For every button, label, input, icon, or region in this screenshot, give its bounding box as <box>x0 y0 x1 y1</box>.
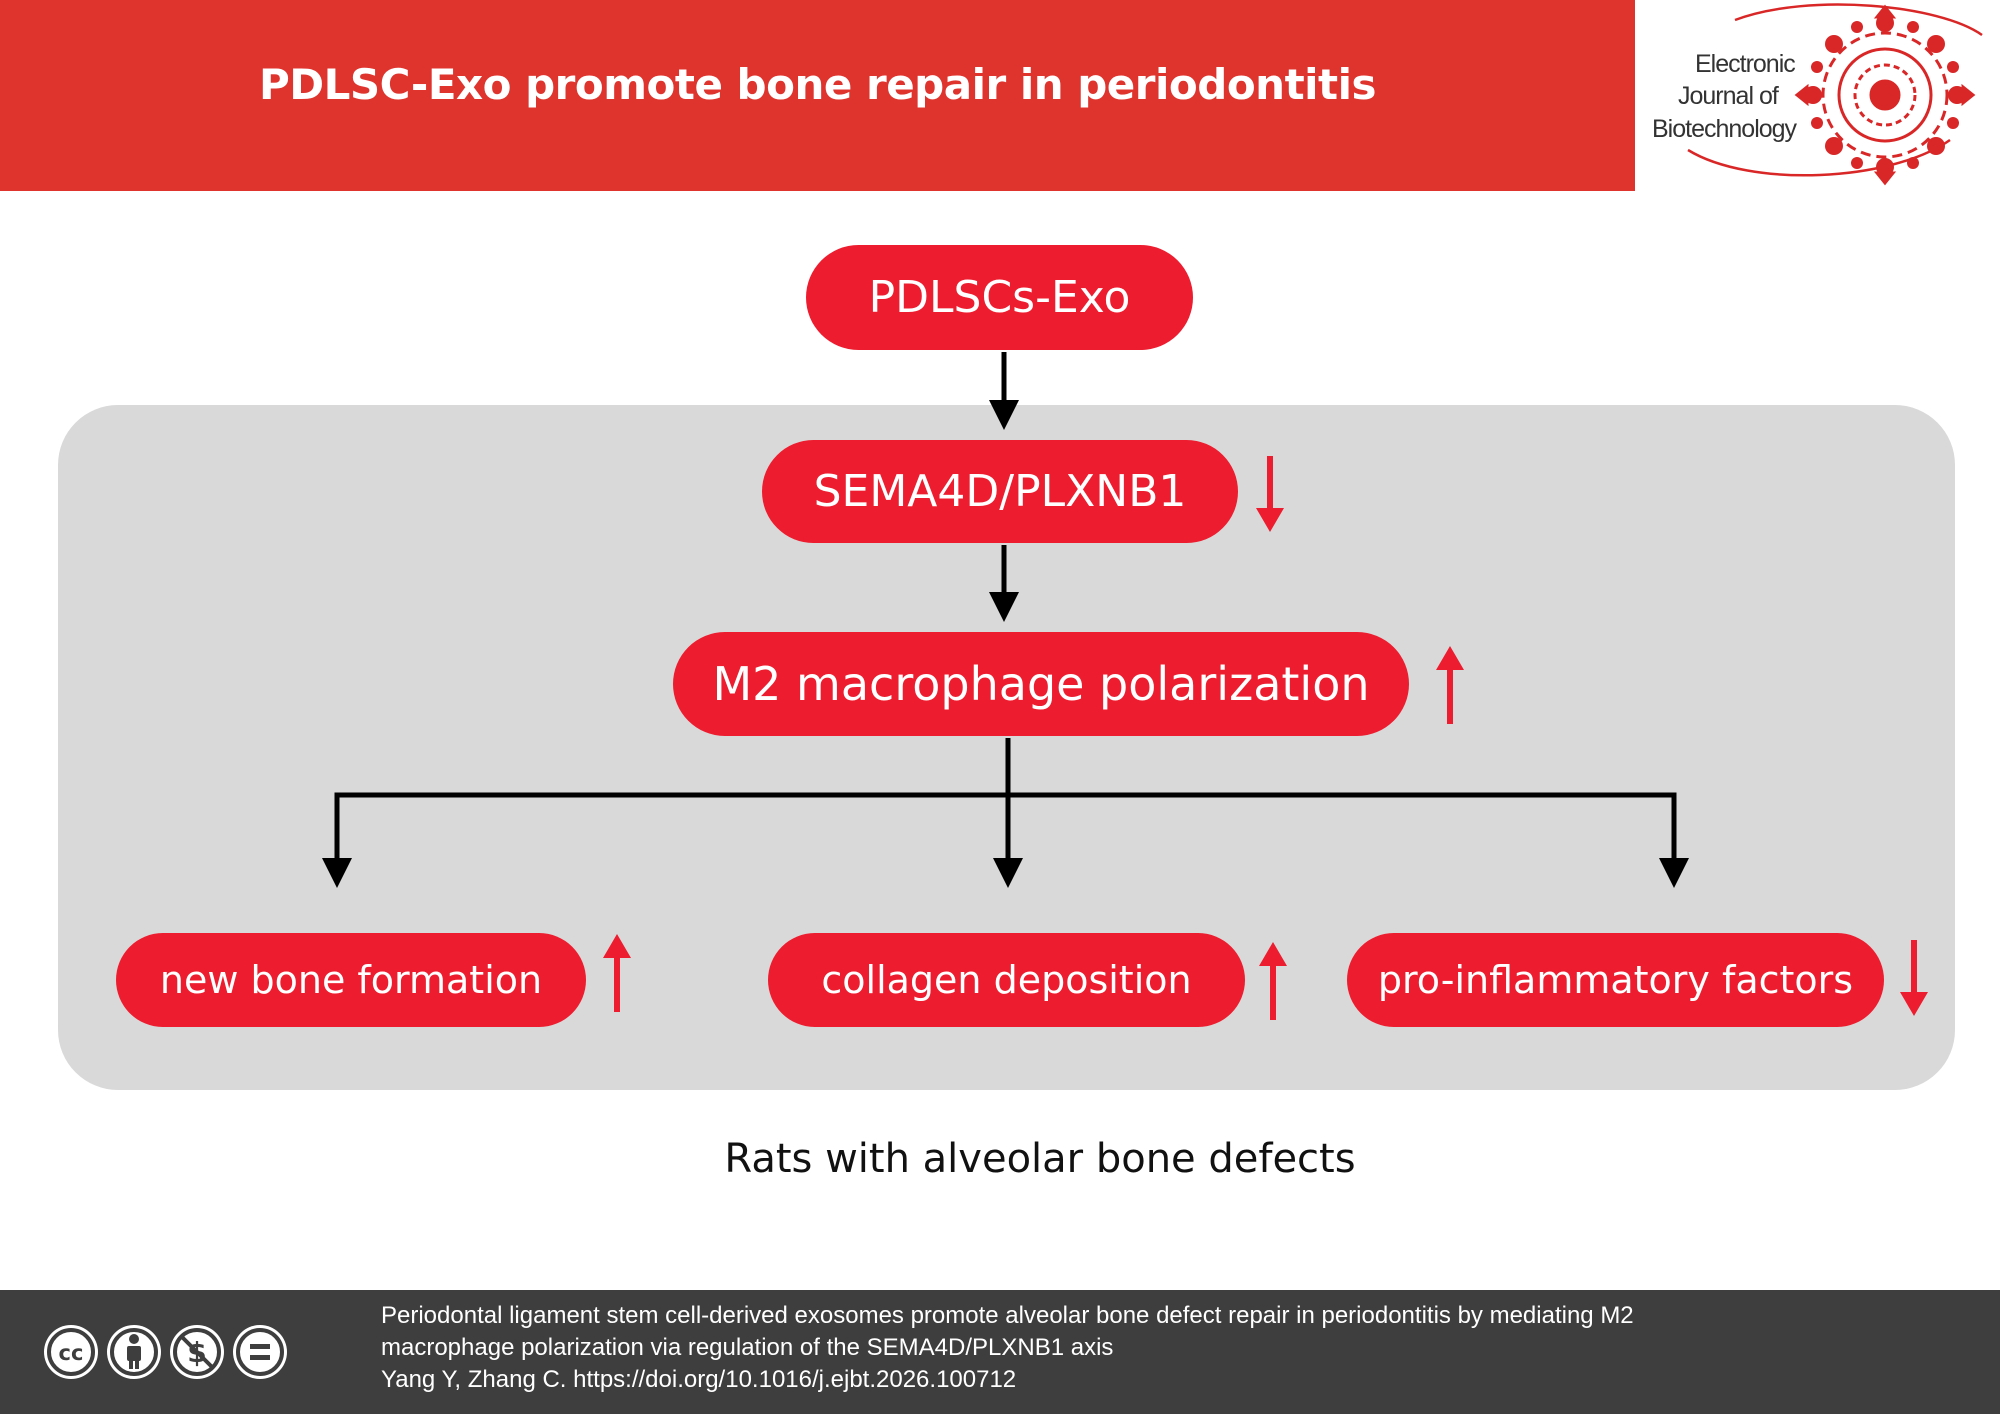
no-derivatives-icon <box>233 1325 287 1379</box>
node-label: PDLSCs-Exo <box>868 272 1131 323</box>
trend-up-arrow-collagen <box>1259 942 1287 1020</box>
cc-icon: cc <box>44 1325 98 1379</box>
node-sema4d-plxnb1: SEMA4D/PLXNB1 <box>762 440 1238 543</box>
journal-logo: Electronic Journal of Biotechnology <box>1640 0 2000 191</box>
arrow-m2-to-bone <box>322 792 1008 888</box>
header-banner <box>0 0 1635 191</box>
node-label: SEMA4D/PLXNB1 <box>813 466 1187 517</box>
node-label: collagen deposition <box>821 958 1192 1002</box>
node-label: M2 macrophage polarization <box>712 657 1370 711</box>
trend-down-arrow-inflammatory <box>1900 940 1928 1016</box>
citation-title-line-1: Periodontal ligament stem cell-derived e… <box>381 1302 1634 1329</box>
footer: cc $ Period <box>0 1290 2000 1414</box>
diagram-connectors <box>58 352 1955 1090</box>
citation-authors-doi[interactable]: Yang Y, Zhang C. https://doi.org/10.1016… <box>381 1366 1017 1393</box>
arrow-m2-to-inflammatory <box>1008 792 1689 888</box>
trend-down-arrow-sema4d <box>1256 456 1284 532</box>
flower-emblem-icon <box>1687 3 1983 186</box>
node-pdlscs-exo: PDLSCs-Exo <box>806 245 1193 350</box>
non-commercial-icon: $ <box>170 1325 224 1379</box>
node-m2-macrophage-polarization: M2 macrophage polarization <box>673 632 1409 736</box>
node-collagen-deposition: collagen deposition <box>768 933 1245 1027</box>
pathway-diagram: PDLSCs-Exo SEMA4D/PLXNB1 M2 macrophage p… <box>58 245 1955 1090</box>
logo-line-3: Biotechnology <box>1652 115 1797 143</box>
trend-up-arrow-m2 <box>1436 646 1464 724</box>
logo-line-1: Electronic <box>1695 50 1796 78</box>
node-label: pro-inflammatory factors <box>1377 958 1854 1002</box>
citation: Periodontal ligament stem cell-derived e… <box>381 1300 1981 1396</box>
logo-line-2: Journal of <box>1678 82 1779 110</box>
trend-up-arrow-bone <box>603 934 631 1012</box>
by-person-icon <box>107 1325 161 1379</box>
cc-license-badge[interactable]: cc $ <box>40 1320 290 1388</box>
citation-title-line-2: macrophage polarization via regulation o… <box>381 1334 1114 1361</box>
diagram-caption: Rats with alveolar bone defects <box>724 1136 1356 1182</box>
page-title: PDLSC-Exo promote bone repair in periodo… <box>258 59 1377 109</box>
svg-text:cc: cc <box>59 1341 84 1365</box>
node-label: new bone formation <box>159 958 543 1002</box>
node-new-bone-formation: new bone formation <box>116 933 586 1027</box>
node-pro-inflammatory-factors: pro-inflammatory factors <box>1347 933 1884 1027</box>
